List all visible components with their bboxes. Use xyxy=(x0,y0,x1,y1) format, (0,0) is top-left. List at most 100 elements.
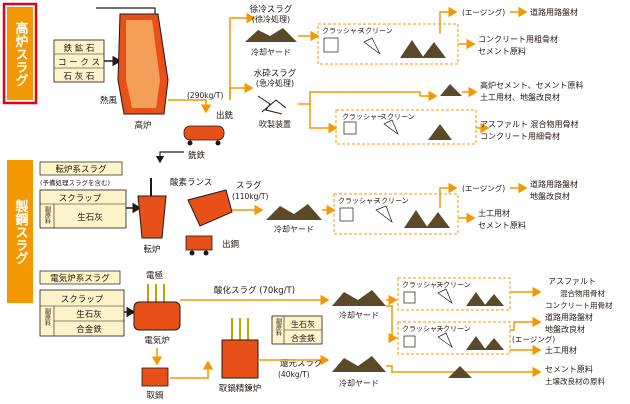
converter-aux: 副原料 xyxy=(44,205,51,225)
slow-cool-arrow xyxy=(229,12,256,100)
steel-tap-label: 出鋼 xyxy=(222,239,239,250)
ox2-crusher-label: クラッシャー xyxy=(402,325,444,333)
ladle xyxy=(141,367,169,387)
eaf-yard-1: 冷却ヤード xyxy=(339,310,379,320)
conv-out-ground: 地盤改良材 xyxy=(530,191,570,201)
eaf-out-soil: 土壌改良材の原料 xyxy=(545,376,605,386)
out-concrete-coarse: コンクリート用粗骨材 xyxy=(478,34,558,44)
ox-process-box xyxy=(397,277,511,311)
ox2-crusher-icon xyxy=(403,335,416,348)
converter-process-box xyxy=(333,193,459,235)
out-civil-blast: 土工用材、地盤改良材 xyxy=(480,92,560,102)
reducing-product-pile xyxy=(448,366,472,378)
eaf-scrap: スクラップ xyxy=(61,295,104,305)
input-limestone: 石 灰 石 xyxy=(64,71,95,82)
oxidizing-slag-pile xyxy=(332,290,386,306)
blast-rate: (290kg/T) xyxy=(187,91,223,100)
input-iron-ore: 鉄 鉱 石 xyxy=(64,43,95,54)
gran-to-pile-line xyxy=(298,91,421,105)
reducing-slag-pile xyxy=(332,356,386,372)
ox-screen-label: スクリーン xyxy=(436,281,471,289)
ox2-product-piles xyxy=(466,336,504,350)
ladle-label: 取鍋 xyxy=(146,390,163,401)
eaf-out-road: 道路用路盤材 xyxy=(545,312,593,322)
granulated-arrow xyxy=(229,82,254,100)
ox-product-piles xyxy=(466,292,504,306)
blast-furnace xyxy=(117,13,169,115)
gran-crusher-icon xyxy=(343,121,357,135)
gran-sand-pile xyxy=(440,84,462,96)
steel-section-bar xyxy=(7,160,33,303)
hot-air-label: 熱風 xyxy=(100,95,118,106)
conv-out-cement: セメント原料 xyxy=(478,220,526,230)
eaf-title-box xyxy=(39,270,121,285)
slow-screen-label: スクリーン xyxy=(358,27,393,35)
eaf-title: 電気炉系スラグ xyxy=(50,273,110,284)
ox-process-box-2 xyxy=(397,321,511,355)
out-cement-blast1: セメント原料 xyxy=(478,46,526,56)
eaf-aging-label: (エージング) xyxy=(512,334,555,344)
refine-lime: 生石灰 xyxy=(291,319,315,329)
conv-out-civil: 土工用材 xyxy=(478,208,510,218)
out-road-blast: 道路用路盤材 xyxy=(530,7,578,17)
tilted-converter xyxy=(187,189,233,227)
slow-aging-arrow xyxy=(439,6,458,34)
torpedo-car xyxy=(183,125,225,146)
gran-screen-label: スクリーン xyxy=(380,113,415,121)
eaf-road-arrow xyxy=(510,316,542,331)
slow-cool-yard: 冷却ヤード xyxy=(251,47,291,57)
tap-label: 出銑 xyxy=(216,110,234,121)
slow-screen-icon xyxy=(363,37,381,55)
tapping-ladle-car xyxy=(185,235,213,256)
refine-aux: 副原料 xyxy=(275,317,282,337)
reducing-slag-label: 還元スラグ xyxy=(280,358,323,369)
granulated-sub: (急冷処理) xyxy=(256,78,294,88)
blast-section-bar xyxy=(7,7,33,100)
granulated-label: 水砕スラグ xyxy=(254,68,297,79)
converter-slag-pile xyxy=(266,204,322,220)
ladle-to-refine-arrow xyxy=(170,360,214,379)
conv-product-piles xyxy=(404,210,450,228)
conv-aging-arrow xyxy=(439,182,458,208)
slow-crusher-label: クラッシャー xyxy=(322,27,364,35)
conv-crusher-icon xyxy=(339,207,354,222)
converter-slag-rate: (110kg/T) xyxy=(232,192,268,201)
ox2-screen-label: スクリーン xyxy=(436,325,471,333)
converter-title-box xyxy=(39,161,123,176)
oxidizing-slag-label: 酸化スラグ (70kg/T) xyxy=(214,285,295,296)
gran-to-crusher-arrow xyxy=(309,104,338,134)
converter-yard: 冷却ヤード xyxy=(274,224,314,234)
electric-furnace xyxy=(133,284,181,331)
eaf-lime: 生石灰 xyxy=(76,309,102,320)
slow-cool-pile xyxy=(245,28,297,42)
converter-title: 転炉系スラグ xyxy=(55,164,107,175)
pig-iron-arrow xyxy=(155,151,184,164)
eaf-out-asphalt2: 混合物用骨材 xyxy=(560,288,605,298)
ox2-screen-icon xyxy=(437,332,453,349)
eaf-label: 電気炉 xyxy=(144,335,170,346)
converter-inputs-box xyxy=(39,189,127,229)
converter-scrap: スクラップ xyxy=(59,194,102,204)
ox-crusher-icon xyxy=(403,291,416,304)
refine-inputs-box xyxy=(271,315,323,345)
ladle-refining-furnace xyxy=(221,318,259,379)
eaf-alloy: 合金鉄 xyxy=(76,324,102,335)
conv-screen-icon xyxy=(375,205,393,223)
oxygen-lance-label: 酸素ランス xyxy=(170,177,212,188)
slow-aging-label: (エージング) xyxy=(462,7,505,17)
conv-crusher-label: クラッシャー xyxy=(338,197,380,205)
blow-device-label: 吹製装置 xyxy=(259,119,291,129)
refine-label: 取鍋精錬炉 xyxy=(219,383,262,394)
eaf-out-asphalt: アスファルト xyxy=(548,277,596,286)
out-asphalt-blast: アスファルト 混合物用骨材 xyxy=(480,119,579,129)
gran-process-box xyxy=(335,109,477,145)
gran-crusher-label: クラッシャー xyxy=(342,113,384,121)
eaf-yard-2: 冷却ヤード xyxy=(339,378,379,388)
converter-sub: (予備処理スラグを含む) xyxy=(40,178,110,187)
converter-vessel xyxy=(137,195,167,239)
steel-section-label: 製鋼スラグ xyxy=(13,199,30,265)
eaf-out-civil: 土工用材 xyxy=(545,345,577,355)
eaf-aux: 副原料 xyxy=(44,307,51,327)
